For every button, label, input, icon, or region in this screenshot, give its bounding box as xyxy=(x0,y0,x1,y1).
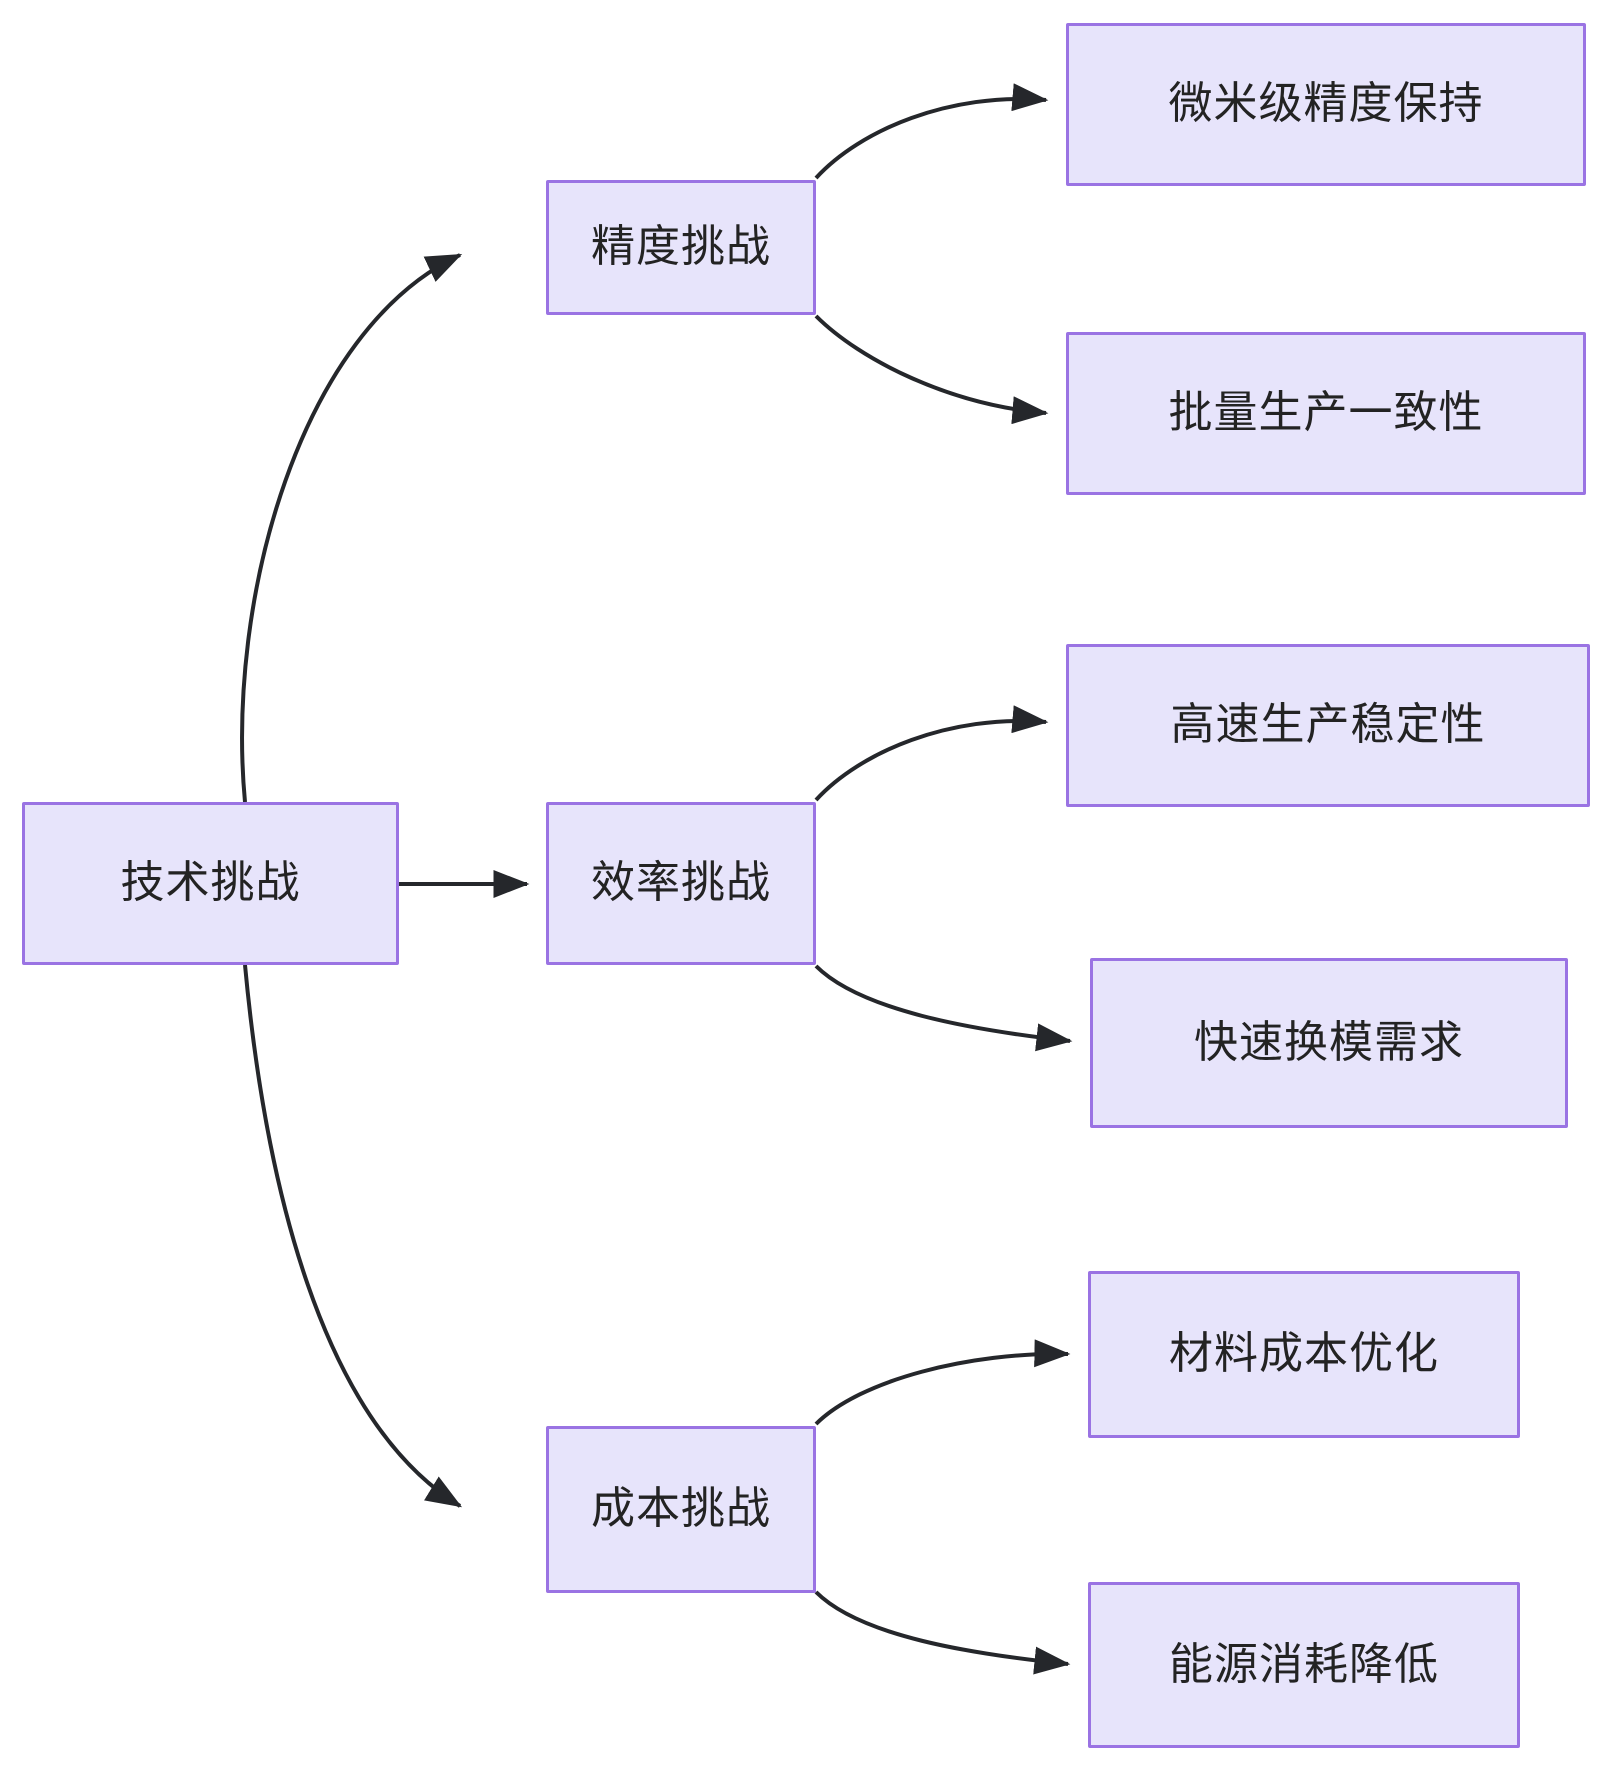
node-label-high-speed-stability: 高速生产稳定性 xyxy=(1170,700,1486,750)
node-high-speed-stability[interactable]: 高速生产稳定性 xyxy=(1066,644,1590,807)
edge-efficiency-to-high-speed-stability xyxy=(814,705,1049,802)
edge-precision-to-micron-precision xyxy=(814,83,1049,180)
node-label-batch-consistency: 批量生产一致性 xyxy=(1168,388,1484,438)
node-label-efficiency: 效率挑战 xyxy=(591,858,771,908)
node-material-cost[interactable]: 材料成本优化 xyxy=(1088,1271,1520,1438)
node-batch-consistency[interactable]: 批量生产一致性 xyxy=(1066,332,1586,495)
edge-cost-to-energy-reduction xyxy=(814,1590,1071,1675)
edge-root-to-cost xyxy=(243,964,463,1508)
edge-cost-to-material-cost xyxy=(814,1339,1071,1426)
edge-efficiency-to-fast-mold-change xyxy=(814,964,1073,1052)
node-energy-reduction[interactable]: 能源消耗降低 xyxy=(1088,1582,1520,1748)
node-label-fast-mold-change: 快速换模需求 xyxy=(1194,1017,1464,1067)
node-cost[interactable]: 成本挑战 xyxy=(546,1426,816,1593)
node-label-cost: 成本挑战 xyxy=(591,1484,771,1534)
node-precision[interactable]: 精度挑战 xyxy=(546,180,816,315)
node-root[interactable]: 技术挑战 xyxy=(22,802,399,965)
node-label-root: 技术挑战 xyxy=(120,858,301,908)
node-label-energy-reduction: 能源消耗降低 xyxy=(1169,1639,1439,1689)
node-micron-precision[interactable]: 微米级精度保持 xyxy=(1066,23,1586,186)
edge-root-to-precision xyxy=(240,253,463,803)
edge-precision-to-batch-consistency xyxy=(814,314,1049,425)
node-label-material-cost: 材料成本优化 xyxy=(1169,1329,1439,1379)
node-label-micron-precision: 微米级精度保持 xyxy=(1168,79,1484,129)
node-fast-mold-change[interactable]: 快速换模需求 xyxy=(1090,958,1568,1128)
node-label-precision: 精度挑战 xyxy=(591,222,771,272)
node-efficiency[interactable]: 效率挑战 xyxy=(546,802,816,965)
